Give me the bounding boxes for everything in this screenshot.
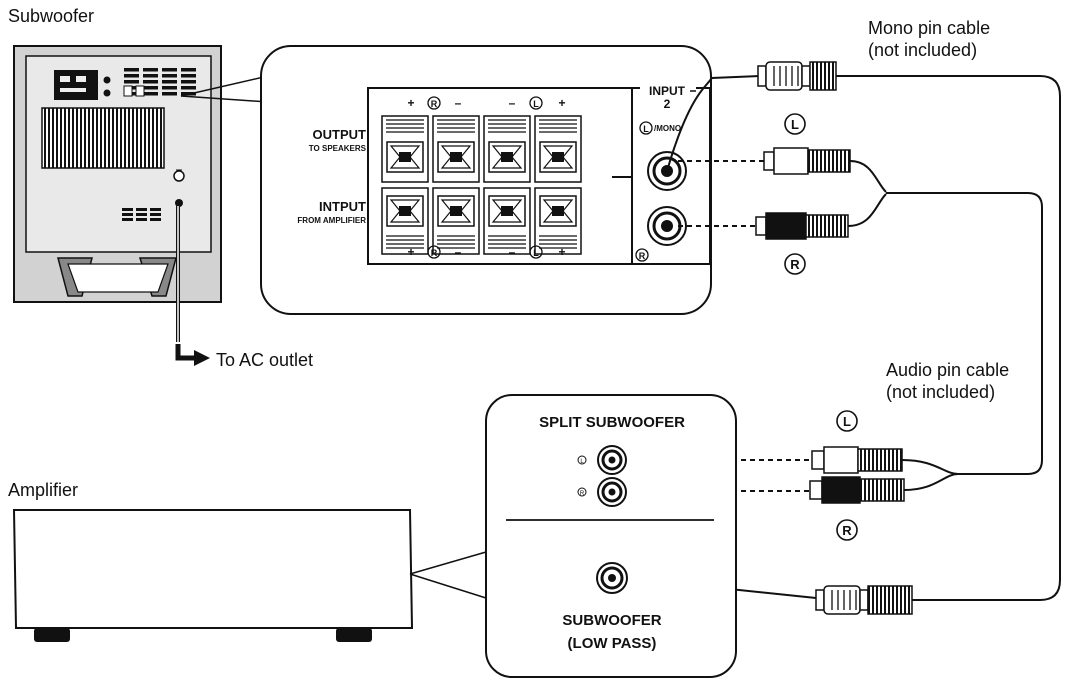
amplifier-unit — [12, 509, 414, 642]
audio-plug-bottom-r — [809, 476, 905, 504]
subwoofer-display — [54, 70, 98, 100]
power-cable — [175, 206, 210, 366]
svg-text:–: – — [455, 245, 462, 259]
callout-line — [180, 75, 269, 97]
low-pass-label: (LOW PASS) — [568, 635, 657, 652]
subwoofer-unit — [13, 45, 222, 303]
svg-text:+: + — [558, 245, 565, 259]
mono-cable-note: (not included) — [868, 40, 977, 60]
callout-line — [180, 95, 269, 103]
ac-arrow-icon — [194, 350, 210, 366]
audio-cable-label: Audio pin cable — [886, 360, 1009, 380]
svg-text:L: L — [643, 124, 649, 134]
jack-r-mark: R — [580, 491, 585, 497]
mono-plug-top — [757, 61, 837, 91]
top-polarity-marks: + R – – L + — [407, 96, 565, 110]
svg-text:L: L — [533, 248, 539, 258]
speaker-terminal — [432, 187, 480, 255]
jack-l-mark: L — [580, 459, 584, 465]
input2-label: INPUT — [649, 84, 686, 98]
mono-cable — [836, 75, 1061, 601]
speaker-terminal — [381, 115, 429, 183]
split-subwoofer-title: SPLIT SUBWOOFER — [539, 414, 685, 431]
mono-cable-label: Mono pin cable — [868, 18, 990, 38]
mono-cable-end — [666, 75, 761, 172]
amplifier-foot — [34, 628, 70, 642]
speaker-terminal-block — [381, 115, 582, 255]
mono-suffix: /MONO — [654, 124, 681, 133]
plug-mark-l-bottom — [836, 410, 858, 432]
speaker-terminal — [483, 187, 531, 255]
svg-text:+: + — [558, 96, 565, 110]
audio-plug-top-l — [763, 147, 851, 175]
svg-text:R: R — [431, 248, 438, 258]
svg-text:R: R — [431, 99, 438, 109]
subwoofer-label: Subwoofer — [8, 6, 94, 26]
mono-plug-bottom — [815, 585, 913, 615]
svg-text:+: + — [407, 245, 414, 259]
ac-outlet-label: To AC outlet — [216, 350, 313, 370]
input2-r-jack — [647, 206, 687, 246]
input-label: INTPUT — [319, 199, 366, 214]
speaker-terminal — [381, 187, 429, 255]
l-mono-mark — [639, 121, 653, 135]
amplifier-rear-callout — [485, 394, 737, 678]
subwoofer-low-pass-jack — [596, 562, 628, 594]
svg-text:+: + — [407, 96, 414, 110]
power-socket — [175, 199, 183, 207]
svg-text:L: L — [533, 99, 539, 109]
r-mark — [635, 248, 649, 262]
speaker-terminal — [432, 115, 480, 183]
subwoofer-knob — [173, 170, 185, 182]
split-l-jack — [597, 445, 627, 475]
subwoofer-terminal-grid — [123, 68, 196, 97]
bottom-polarity-marks: + R – – L + — [407, 245, 565, 259]
audio-plug-bottom-l — [811, 446, 903, 474]
svg-text:L: L — [843, 414, 851, 429]
svg-text:–: – — [509, 96, 516, 110]
input2-number: 2 — [664, 97, 671, 111]
plug-mark-r-bottom — [836, 519, 858, 541]
audio-plug-top-r — [755, 212, 849, 240]
svg-text:R: R — [842, 523, 852, 538]
amplifier-label: Amplifier — [8, 480, 78, 500]
subwoofer-bottom-grid — [122, 208, 161, 221]
plug-mark-r — [784, 253, 806, 275]
output-label: OUTPUT — [313, 127, 367, 142]
speaker-terminal — [534, 187, 582, 255]
audio-cable-note: (not included) — [886, 382, 995, 402]
subwoofer-out-label: SUBWOOFER — [562, 612, 661, 629]
svg-text:–: – — [455, 96, 462, 110]
plug-mark-l — [784, 113, 806, 135]
heat-sink — [41, 107, 165, 169]
speaker-terminal — [534, 115, 582, 183]
svg-text:L: L — [791, 117, 799, 132]
speaker-terminal — [483, 115, 531, 183]
amplifier-foot — [336, 628, 372, 642]
callout-line — [409, 573, 487, 599]
output-sublabel: TO SPEAKERS — [309, 144, 367, 153]
audio-cable — [886, 192, 1043, 475]
split-r-jack — [597, 477, 627, 507]
svg-text:–: – — [509, 245, 516, 259]
input-sublabel: FROM AMPLIFIER — [297, 216, 366, 225]
callout-line — [409, 551, 487, 575]
svg-text:R: R — [639, 251, 646, 261]
svg-text:R: R — [790, 257, 800, 272]
